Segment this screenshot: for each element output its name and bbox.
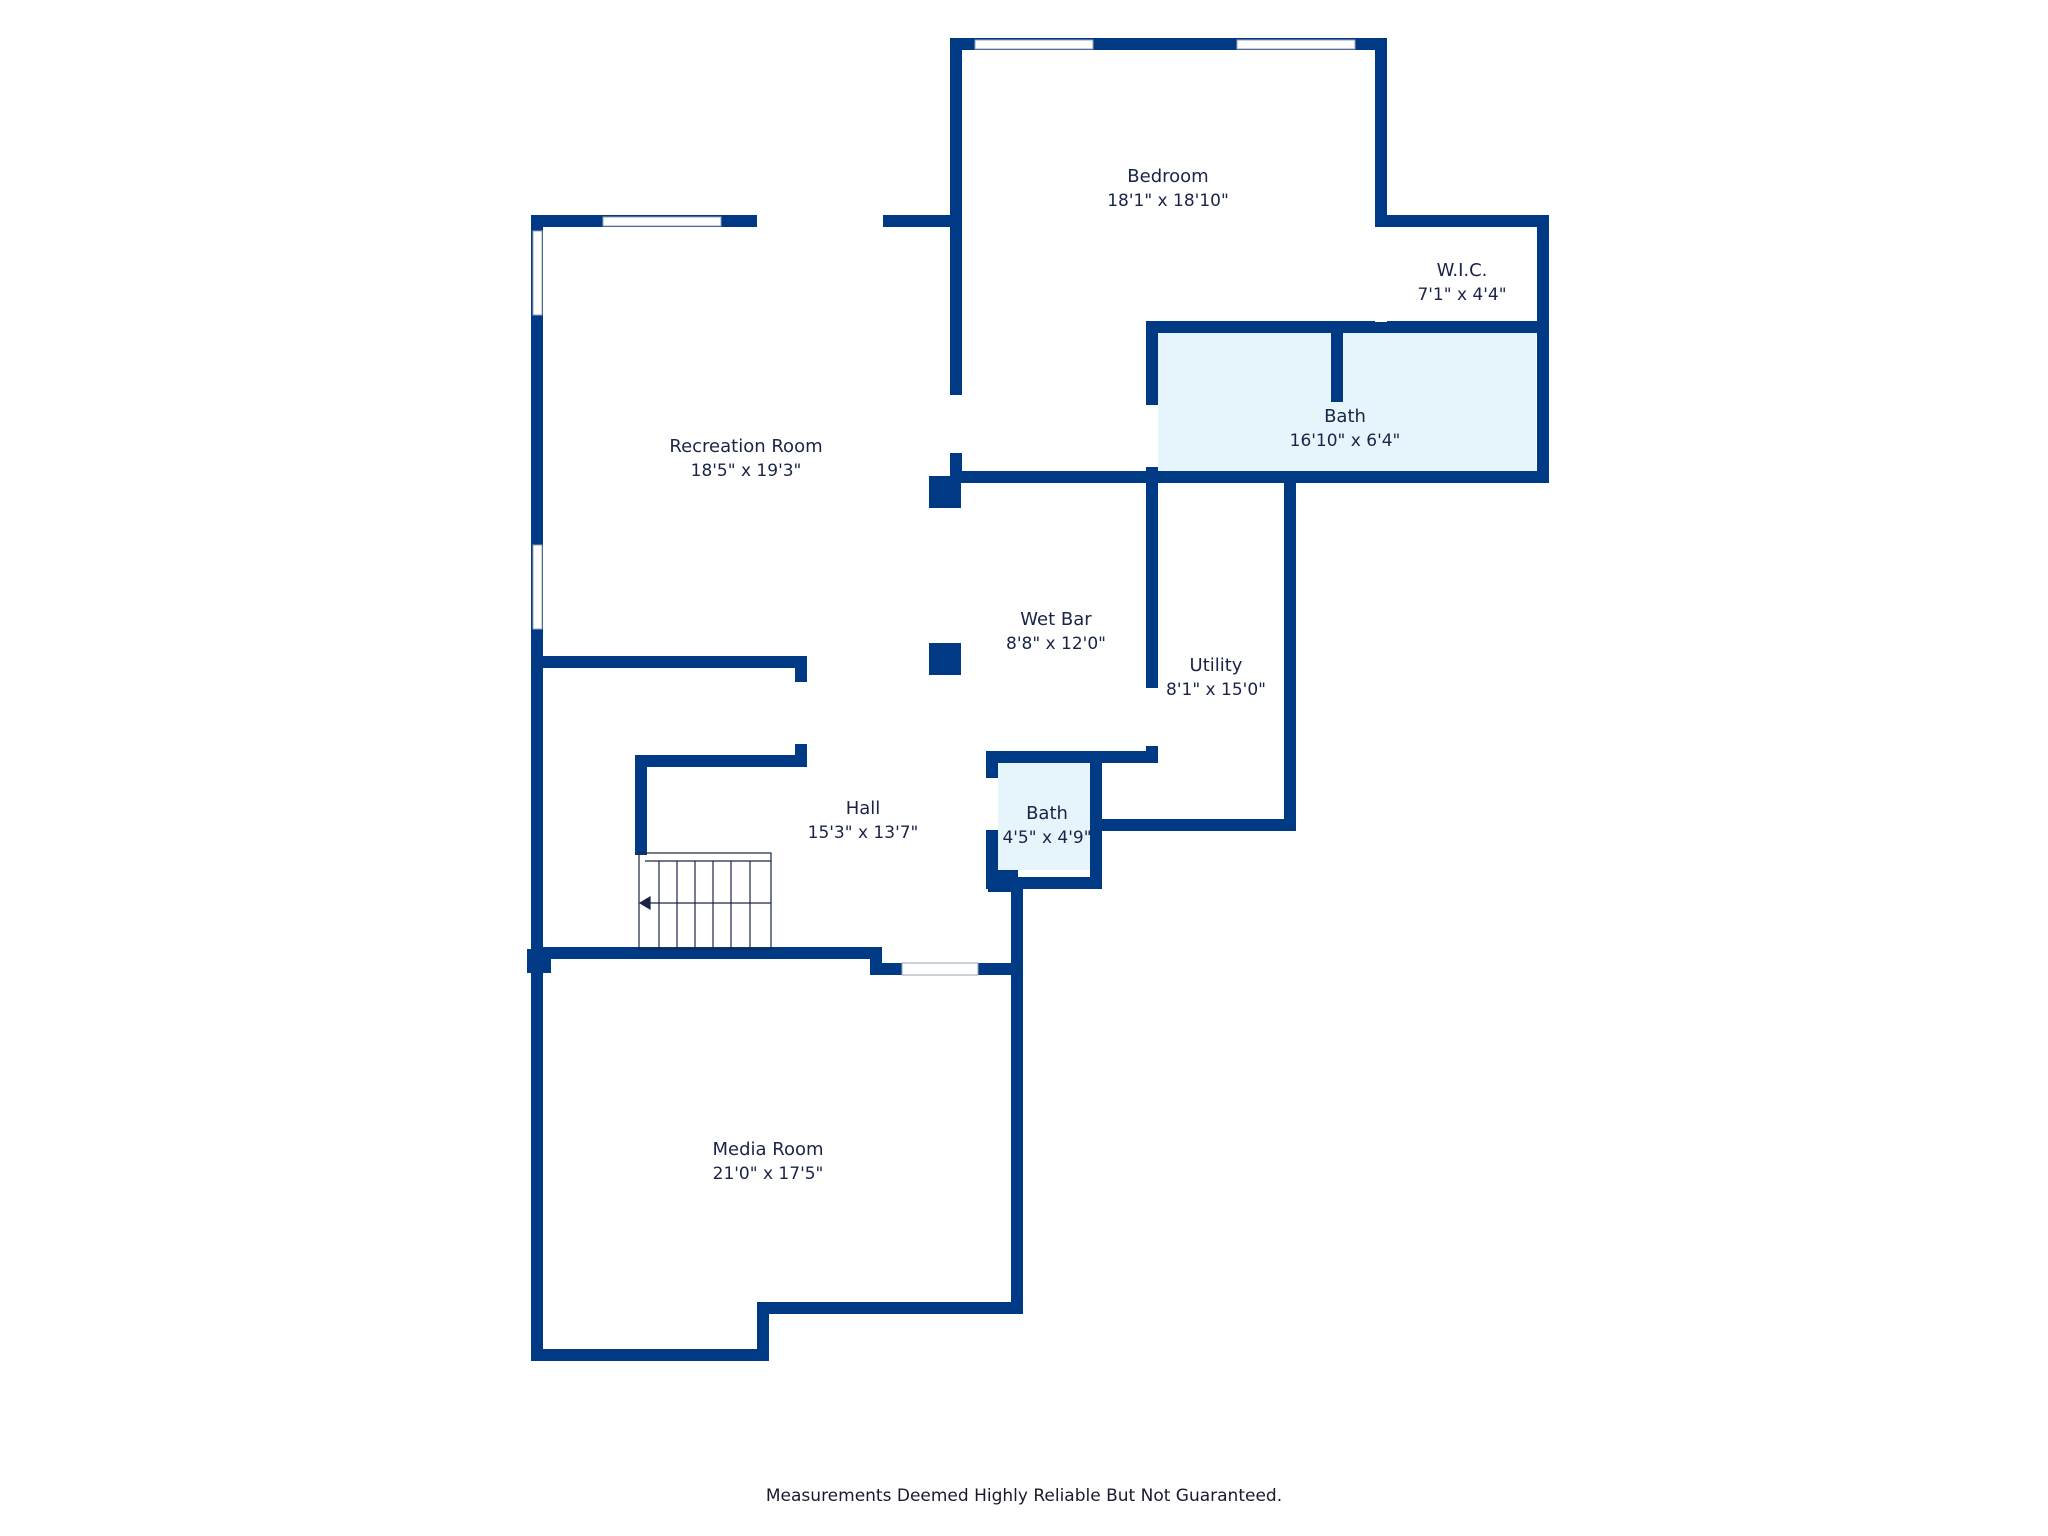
- opening-small-bath: [986, 778, 998, 830]
- bath-large-fill: [1152, 332, 1536, 472]
- room-dims-hall: 15'3" x 13'7": [808, 823, 919, 843]
- room-name-media: Media Room: [712, 1139, 823, 1160]
- column-north: [929, 476, 961, 508]
- room-name-bath-large: Bath: [1324, 406, 1366, 427]
- wall-wetbar-east: [986, 471, 1158, 763]
- room-name-wic: W.I.C.: [1437, 260, 1488, 281]
- room-dims-bedroom: 18'1" x 18'10": [1107, 191, 1229, 211]
- wall-rec-bottom: [531, 656, 807, 855]
- wall-hall-east: [531, 877, 1023, 1361]
- room-name-hall: Hall: [846, 798, 881, 819]
- window-rec-west-1: [532, 230, 543, 316]
- room-dims-bath-large: 16'10" x 6'4": [1290, 431, 1401, 451]
- openings: [757, 214, 1387, 976]
- room-dims-wic: 7'1" x 4'4": [1417, 285, 1506, 305]
- room-name-recreation: Recreation Room: [669, 436, 822, 457]
- column-south: [929, 643, 961, 675]
- window-bedroom-1: [974, 39, 1094, 50]
- room-name-bedroom: Bedroom: [1127, 166, 1208, 187]
- column-bath: [988, 870, 1018, 892]
- opening-rec-top: [757, 214, 883, 228]
- walls: [531, 38, 1549, 1361]
- room-name-wet-bar: Wet Bar: [1020, 609, 1092, 630]
- room-labels: Bedroom 18'1" x 18'10" W.I.C. 7'1" x 4'4…: [669, 166, 1506, 1184]
- room-name-bath-small: Bath: [1026, 803, 1068, 824]
- column-corner: [527, 949, 551, 973]
- bath-small-fill: [992, 762, 1096, 870]
- room-dims-wet-bar: 8'8" x 12'0": [1006, 634, 1106, 654]
- opening-wic: [1375, 272, 1387, 322]
- window-rec-west-2: [532, 544, 543, 630]
- stair-arrow-icon: [638, 895, 651, 911]
- opening-bath: [1146, 405, 1158, 467]
- stairs-outline: [638, 852, 772, 950]
- room-dims-media: 21'0" x 17'5": [713, 1164, 824, 1184]
- opening-media: [901, 962, 979, 976]
- wall-bedroom-west: [950, 38, 1387, 227]
- wall-wic: [1290, 215, 1549, 483]
- window-rec-top: [602, 216, 722, 227]
- opening-hall-partition: [795, 682, 807, 744]
- room-dims-bath-small: 4'5" x 4'9": [1002, 828, 1091, 848]
- measurement-disclaimer: Measurements Deemed Highly Reliable But …: [765, 1486, 1283, 1506]
- wall-utility: [1090, 471, 1296, 831]
- window-bedroom-2: [1236, 39, 1356, 50]
- opening-bedroom-west: [950, 395, 962, 453]
- opening-wetbar-east: [1146, 688, 1158, 746]
- room-dims-utility: 8'1" x 15'0": [1166, 680, 1266, 700]
- room-dims-recreation: 18'5" x 19'3": [691, 461, 802, 481]
- stairs: [638, 852, 772, 950]
- room-name-utility: Utility: [1190, 655, 1243, 676]
- windows: [532, 39, 1356, 630]
